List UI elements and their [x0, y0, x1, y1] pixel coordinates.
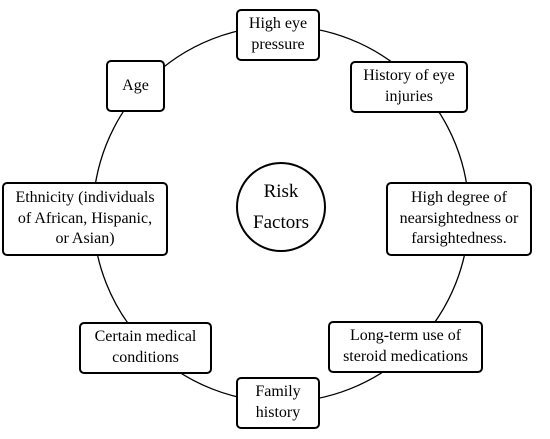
factor-ethnicity: Ethnicity (individuals of African, Hispa…	[2, 182, 168, 256]
factor-medical-conditions: Certain medical conditions	[79, 322, 212, 374]
factor-high-eye-pressure: High eye pressure	[236, 9, 320, 61]
factor-family-history: Family history	[236, 377, 320, 429]
factor-history-of-eye-injuries: History of eye injuries	[350, 61, 468, 113]
factor-age: Age	[106, 60, 165, 112]
factor-nearsightedness-farsightedness: High degree of nearsightedness or farsig…	[386, 182, 532, 256]
center-node-risk-factors: Risk Factors	[236, 162, 326, 252]
factor-steroid-medications: Long-term use of steroid medications	[328, 321, 483, 373]
